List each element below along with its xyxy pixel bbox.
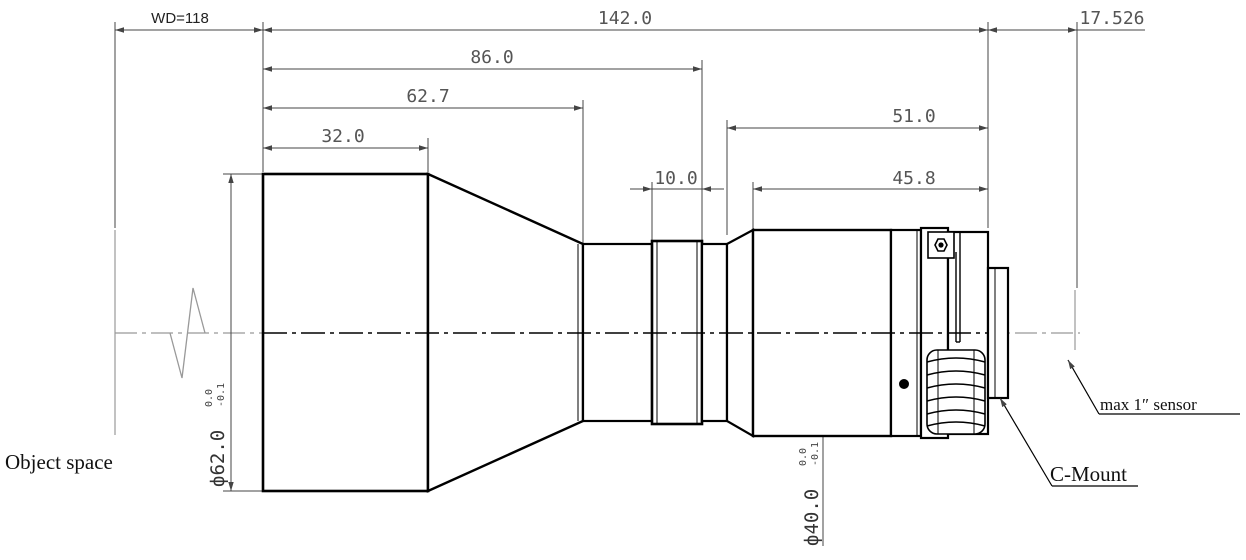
wd-label: WD=118 xyxy=(151,10,209,27)
object-space-label: Object space xyxy=(5,450,113,474)
front-diameter-label: ф62.0 0.0 -0.1 xyxy=(204,383,229,487)
total-length-label: 142.0 xyxy=(598,8,652,29)
sensor-label: max 1″ sensor xyxy=(1100,395,1197,414)
svg-text:-0.1: -0.1 xyxy=(216,383,227,407)
c-mount-label: C-Mount xyxy=(1050,462,1127,486)
knurl-grip xyxy=(926,349,986,435)
svg-text:0.0: 0.0 xyxy=(204,389,215,407)
svg-text:-0.1: -0.1 xyxy=(810,442,821,466)
object-break-symbol xyxy=(169,287,206,379)
length-10-label: 10.0 xyxy=(654,168,697,189)
length-51-label: 51.0 xyxy=(892,106,935,127)
rear-diameter-label: ф40.0 0.0 -0.1 xyxy=(798,442,823,546)
sensor-distance-label: 17.526 xyxy=(1079,8,1144,29)
set-screw-dot xyxy=(899,379,909,389)
length-32-label: 32.0 xyxy=(321,126,364,147)
dimension-lines xyxy=(115,27,1145,546)
svg-text:ф62.0: ф62.0 xyxy=(207,430,229,487)
svg-text:ф40.0: ф40.0 xyxy=(801,489,823,546)
length-86-label: 86.0 xyxy=(470,47,513,68)
svg-text:0.0: 0.0 xyxy=(798,448,809,466)
hex-screw-icon xyxy=(927,231,955,259)
length-45-8-label: 45.8 xyxy=(892,168,935,189)
leaders xyxy=(999,359,1240,487)
c-mount-thread xyxy=(986,266,1010,400)
length-62-7-label: 62.7 xyxy=(406,86,449,107)
